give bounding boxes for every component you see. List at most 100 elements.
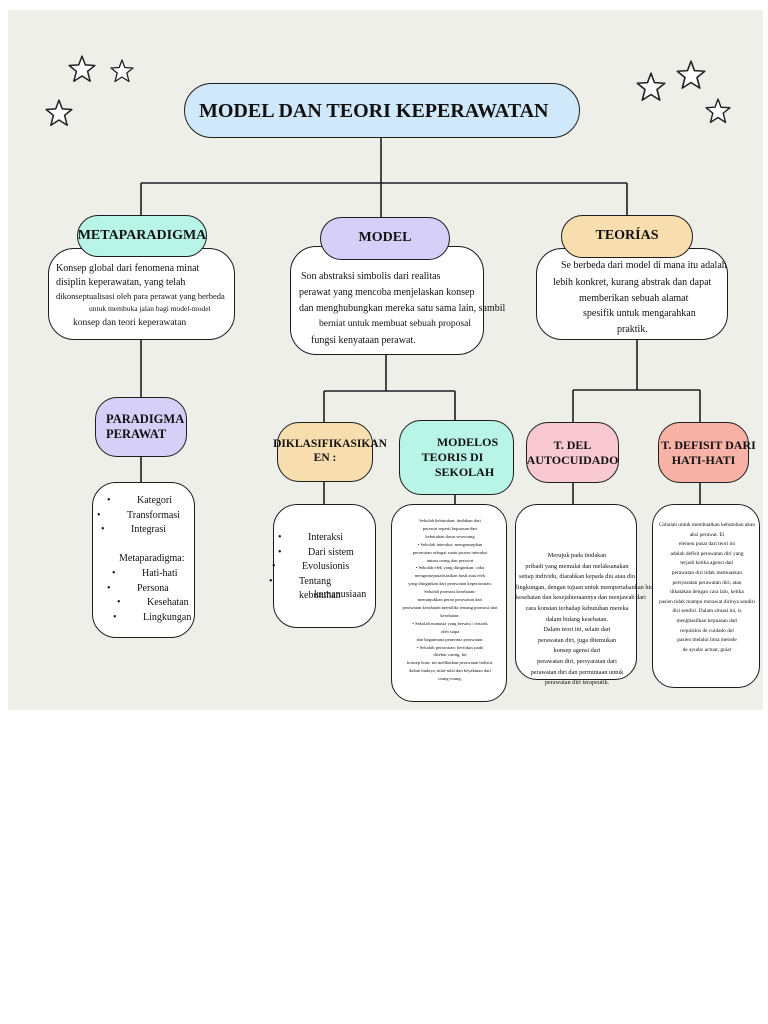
- model-desc-line: perawat yang mencoba menjelaskan konsep: [299, 287, 475, 298]
- defisit-desc-text: Cobalah untuk membuatkan kebutuhan akan a…: [653, 521, 761, 655]
- autocuidado-desc-line: perawatan diri terapeutik.: [544, 679, 610, 687]
- diklasifikasikan-node: DIKLASIFIKASIKAN EN :: [273, 422, 387, 482]
- metaparadigma-desc-line: untuk membuka jalan bagi model-model: [89, 304, 211, 313]
- modelos-desc-line: disebut caring, Ini: [433, 652, 467, 658]
- teorias-desc-line: lebih konkret, kurang abstrak dan dapat: [553, 277, 712, 288]
- modelos-desc-line: dalam budaya, nilai-nilai dan keyakinan …: [409, 668, 491, 674]
- metaparadigma-sub-heading: Metaparadigma:: [119, 553, 185, 564]
- star-icon: [45, 99, 73, 127]
- teorias-desc-line: praktik.: [617, 324, 648, 335]
- list-item: Dari sistem: [278, 546, 375, 561]
- autocuidado-desc-line: kesehatan dan kesejahteraannya dan menja…: [516, 594, 646, 602]
- paradigma-label-line: PARADIGMA: [106, 412, 185, 426]
- modelos-desc-line: Sekolah promosi kesehatan:: [424, 589, 476, 595]
- autocuidado-desc-line: setiap individu, diarahkan kepada diu at…: [519, 573, 635, 581]
- autocuidado-desc-line: lingkungan, dengan tujuan untuk memperta…: [516, 583, 671, 591]
- autocuidado-desc-line: konsep agensi dari: [553, 647, 601, 655]
- autocuidado-desc-line: perawatan diri dan permintaan untuk: [530, 668, 624, 676]
- defisit-desc-line: persyaratan perawatan diri; atau: [672, 579, 742, 586]
- defisit-desc-line: pasien tidak mampu merawat dirinya sendi…: [659, 598, 755, 605]
- autocuidado-desc-line: Dalam teori ini, selain dari: [543, 626, 611, 634]
- modelos-desc-line: mengonseptualisasikan hasil atau efek: [414, 573, 486, 579]
- star-icon: [676, 60, 706, 89]
- diklasifikasikan-label-line: EN :: [313, 452, 337, 464]
- defisit-desc-line: Cobalah untuk membuatkan kebutuhan akan: [658, 522, 756, 528]
- autocuidado-desc-line: perawatan diri, persyaratan dari: [537, 657, 617, 665]
- diklasifikasikan-list-box: Interaksi Dari sistem Evolusionis Tentan…: [269, 504, 376, 628]
- model-desc-line: dan menghubungkan mereka satu sama lain,…: [299, 303, 506, 314]
- defisit-desc-line: perawatan diri tidak memuaskan: [671, 569, 743, 576]
- modelos-desc-line: • Sekolah perawatan: berfokus pada: [417, 644, 483, 650]
- star-icon: [705, 98, 731, 124]
- modelos-desc-line: antara orang dan perawat: [426, 557, 474, 563]
- paradigma-label-line: PERAWAT: [106, 427, 167, 441]
- star-icon: [636, 72, 666, 101]
- connector-lines: [140, 138, 701, 504]
- teorias-desc-line: spesifik untuk mengarahkan: [583, 308, 696, 319]
- defisit-desc-line: terjadi ketika agensi dari: [680, 560, 734, 567]
- modelos-desc-line: • Sekolah efek yang diinginkan: coba: [415, 565, 485, 571]
- teorias-desc-line: Se berbeda dari model di mana itu adalah: [561, 260, 727, 271]
- modelos-desc-line: yang diinginkan dari perawatan keperawat…: [408, 581, 492, 587]
- list-item: Lingkungan: [113, 611, 192, 626]
- modelos-desc-line: oleh siapa: [440, 628, 460, 634]
- list-item: Transformasi: [97, 509, 180, 524]
- teorias-node: TEORÍAS: [561, 215, 693, 258]
- defisit-desc-line: requisitos de cuidado del: [680, 627, 734, 634]
- metaparadigma-description-box: Konsep global dari fenomena minat disipl…: [48, 248, 235, 340]
- modelos-label-line: MODELOS: [436, 435, 499, 449]
- autocuidado-label-line: T. DEL: [553, 438, 592, 453]
- modelos-desc-line: dan bagaimana penerima perawatan.: [416, 636, 484, 642]
- list-item-continuation: kemanusiaan: [314, 589, 367, 600]
- teorias-description-box: Se berbeda dari model di mana itu adalah…: [536, 248, 728, 340]
- autocuidado-node: T. DEL AUTOCUIDADO: [526, 422, 619, 483]
- modelos-desc-line: • Sekolah manusia yang bersatu / tertari…: [412, 620, 488, 626]
- defisit-node: T. DEFISIT DARI HATI-HATI: [658, 422, 756, 483]
- metaparadigma-node: METAPARADIGMA: [77, 215, 207, 257]
- model-desc-line: fungsi kenyataan perawat.: [311, 335, 416, 346]
- list-item: Interaksi: [278, 531, 375, 546]
- list-item: Persona: [107, 582, 191, 597]
- diagram-canvas: MODEL DAN TEORI KEPERAWATAN Konsep globa…: [8, 10, 763, 710]
- metaparadigma-desc-line: Konsep global dari fenomena minat: [56, 263, 200, 274]
- paradigma-list-box: Kategori Transformasi Integrasi Metapara…: [92, 482, 195, 638]
- list-item: Hati-hati: [112, 567, 191, 582]
- page-title: MODEL DAN TEORI KEPERAWATAN: [184, 83, 580, 138]
- modelos-desc-line: menunjukkan peran perawatan dari: [417, 597, 483, 603]
- autocuidado-desc-line: Merujuk pada tindakan: [547, 552, 607, 559]
- star-icon: [68, 55, 96, 83]
- defisit-desc-line: elemen pusat dari teori ini: [678, 541, 736, 548]
- modelos-desc-line: Sekolah kebutuhan: tindakan dari: [419, 518, 481, 523]
- model-desc-line: berniat untuk membuat sebuah proposal: [319, 319, 471, 329]
- defisit-label-line: HATI-HATI: [671, 452, 736, 467]
- modelos-label-line: SEKOLAH: [434, 465, 495, 479]
- defisit-desc-line: diri sendiri. Dalam situasi ini, is: [672, 608, 742, 615]
- modelos-desc-line: perawatan sebagai suatu proses interaksi: [412, 549, 488, 555]
- modelos-desc-line: kebutuhan dasar seseorang: [425, 533, 475, 539]
- metaparadigma-desc-line: dikonseptualisasi oleh para perawat yang…: [56, 291, 225, 301]
- defisit-description-box: Cobalah untuk membuatkan kebutuhan akan a…: [652, 504, 760, 688]
- teorias-desc-line: memberikan sebuah alamat: [579, 293, 689, 304]
- model-node: MODEL: [320, 217, 450, 260]
- diklasifikasikan-label-line: DIKLASIFIKASIKAN: [273, 438, 387, 451]
- metaparadigma-desc-line: disiplin keperawatan, yang telah: [56, 277, 186, 288]
- modelos-desc-text: Sekolah kebutuhan: tindakan dari perawat …: [392, 517, 508, 683]
- paradigma-perawat-node: PARADIGMA PERAWAT: [95, 397, 187, 457]
- defisit-desc-line: dikatakan dengan cara lain, ketika: [670, 589, 744, 596]
- modelos-desc-line: kesehatan.: [440, 612, 460, 618]
- modelos-desc-line: orang-orang.: [438, 676, 462, 682]
- list-item: Kesehatan: [117, 596, 191, 611]
- modelos-description-box: Sekolah kebutuhan: tindakan dari perawat …: [391, 504, 507, 702]
- modelos-desc-line: perawat seperti kepuasan dari: [422, 525, 478, 531]
- star-icon: [110, 59, 134, 83]
- defisit-desc-line: aksi perawat. El: [689, 531, 725, 538]
- autocuidado-desc-line: perawatan diri, juga ditemukan: [537, 636, 617, 644]
- modelos-label-line: TEORIS DI: [421, 450, 484, 464]
- modelos-desc-line: • Sekolah interaksi: mengonsepkan: [417, 541, 483, 547]
- model-desc-line: Son abstraksi simbolis dari realitas: [301, 271, 441, 282]
- modelos-teoris-node: MODELOS TEORIS DI SEKOLAH: [399, 420, 514, 495]
- autocuidado-label-line: AUTOCUIDADO: [526, 452, 619, 467]
- defisit-desc-line: menghasilkan kepuasan dari: [676, 617, 738, 624]
- defisit-desc-line: de ayuda: actuar, guiar: [682, 646, 732, 653]
